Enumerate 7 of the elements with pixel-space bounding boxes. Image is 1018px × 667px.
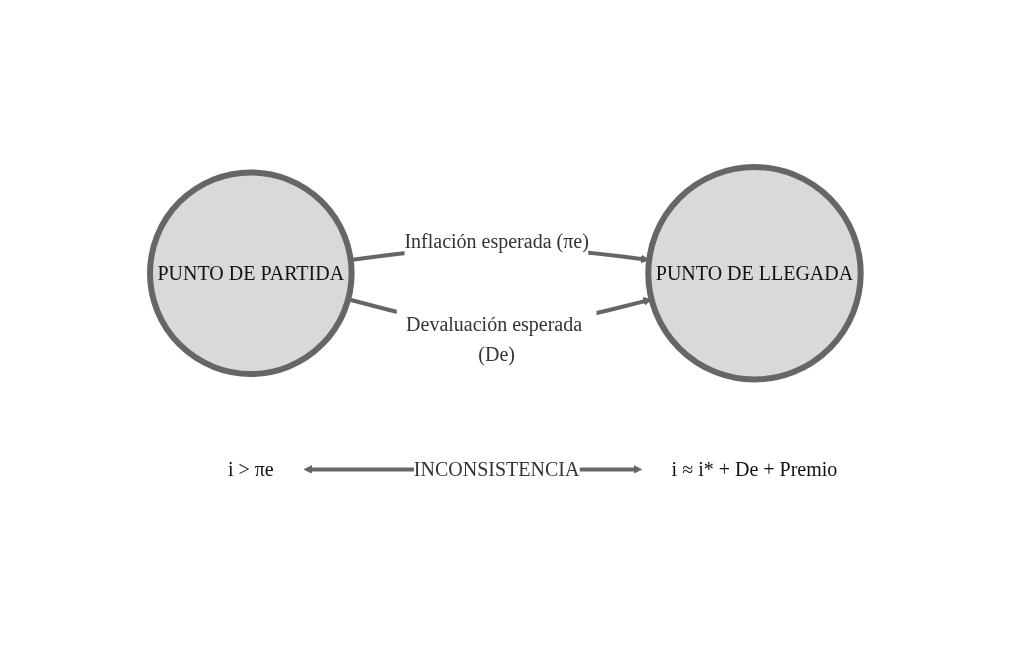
edge-label: Inflación esperada (πe) <box>404 230 590 252</box>
node-circle: PUNTO DE PARTIDA <box>147 169 355 378</box>
node-text: i ≈ i* + De + Premio <box>671 458 838 481</box>
node-circle: PUNTO DE LLEGADA <box>645 164 864 383</box>
node-text: i > πe <box>228 458 275 481</box>
edge-label: INCONSISTENCIA <box>414 458 580 481</box>
edge-label: Devaluación esperada (De) <box>406 313 583 366</box>
